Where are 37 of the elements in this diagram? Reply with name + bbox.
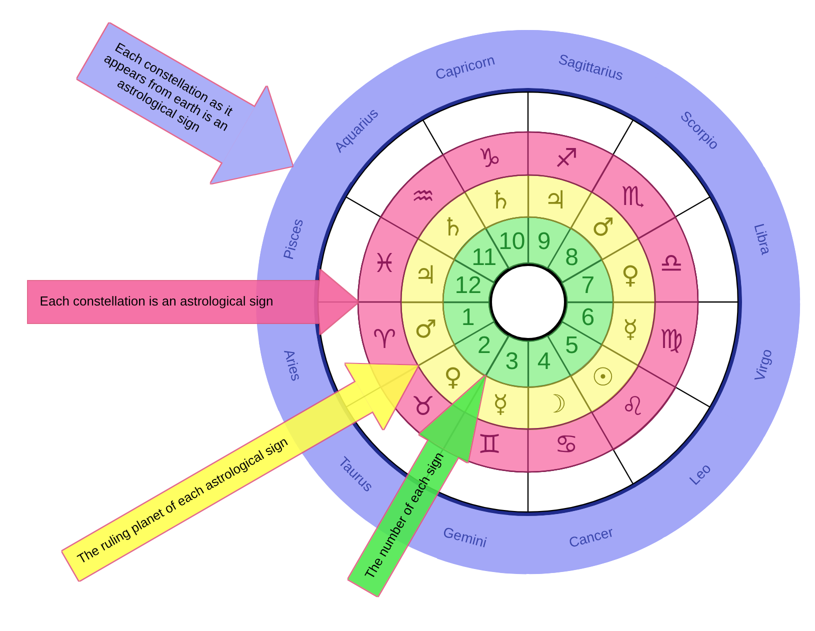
sign-number: 2 [477,334,491,358]
planet-symbol: ♄ [489,187,512,212]
sign-number: 4 [537,350,551,374]
arrow-label: Each constellation is an astrological sign [40,294,274,310]
sign-number: 9 [537,230,551,254]
planet-symbol: ♀ [621,262,640,288]
planet-symbol: ☽ [544,392,567,417]
zodiac-symbol: ♍ [660,327,684,354]
sign-number: 10 [498,230,526,254]
sign-number: 3 [505,350,519,374]
sign-number: 11 [472,246,497,270]
zodiac-symbol: ♒ [411,184,435,210]
zodiac-symbol: ♋ [554,432,578,458]
zodiac-symbol: ♉ [411,394,435,420]
zodiac-symbol: ♊ [478,432,502,458]
planet-symbol: ♂ [414,316,437,342]
zodiac-symbol: ♏ [621,184,645,210]
sign-number: 6 [581,306,595,330]
planet-symbol: ☿ [492,392,508,417]
planet-symbol: ♀ [444,364,462,390]
zodiac-symbol: ♐ [554,146,578,172]
zodiac-symbol: ♌ [621,394,645,420]
planet-symbol: ☉ [592,364,614,390]
planet-symbol: ♄ [442,214,464,240]
zodiac-symbol: ♓ [372,250,396,277]
sign-number: 1 [461,306,475,330]
zodiac-symbol: ♈ [372,327,396,354]
sign-number: 5 [565,334,578,358]
zodiac-symbol: ♎ [660,250,684,277]
sign-number: 12 [454,274,482,298]
sign-number: 8 [565,246,578,270]
planet-symbol: ♃ [544,187,567,212]
planet-symbol: ♂ [592,214,614,240]
planet-symbol: ☿ [622,316,638,342]
planet-symbol: ♃ [414,262,437,288]
zodiac-symbol: ♑ [478,146,502,172]
sign-number: 7 [581,274,595,298]
